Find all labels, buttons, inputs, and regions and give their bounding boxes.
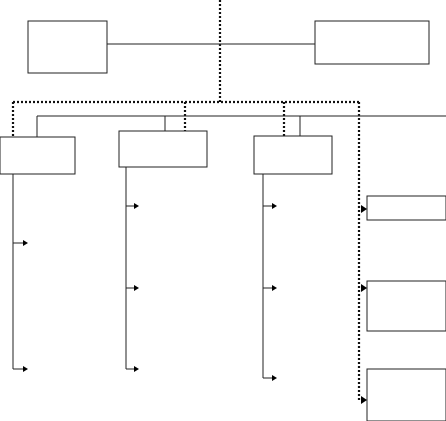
arrowhead-mid-3 [134,366,139,372]
box-tier1-mid [118,130,208,168]
box-tier1-left [0,136,76,175]
arrowhead-dotted-3 [361,396,367,404]
arrowhead-mid-2 [134,285,139,291]
box-right-2 [366,280,446,332]
arrowhead-dotted-2 [361,284,367,292]
arrowhead-right-1 [272,203,277,209]
arrowhead-mid-1 [134,203,139,209]
box-top-right [314,20,430,65]
box-right-3 [366,368,446,421]
box-tier1-right [253,135,333,175]
arrowhead-dotted-1 [361,205,367,213]
arrowhead-right-3 [272,375,277,381]
arrowhead-right-2 [272,285,277,291]
box-top-left [27,20,108,74]
arrowhead-left-1 [23,240,28,246]
box-right-1 [366,195,446,221]
arrowhead-left-2 [23,366,28,372]
